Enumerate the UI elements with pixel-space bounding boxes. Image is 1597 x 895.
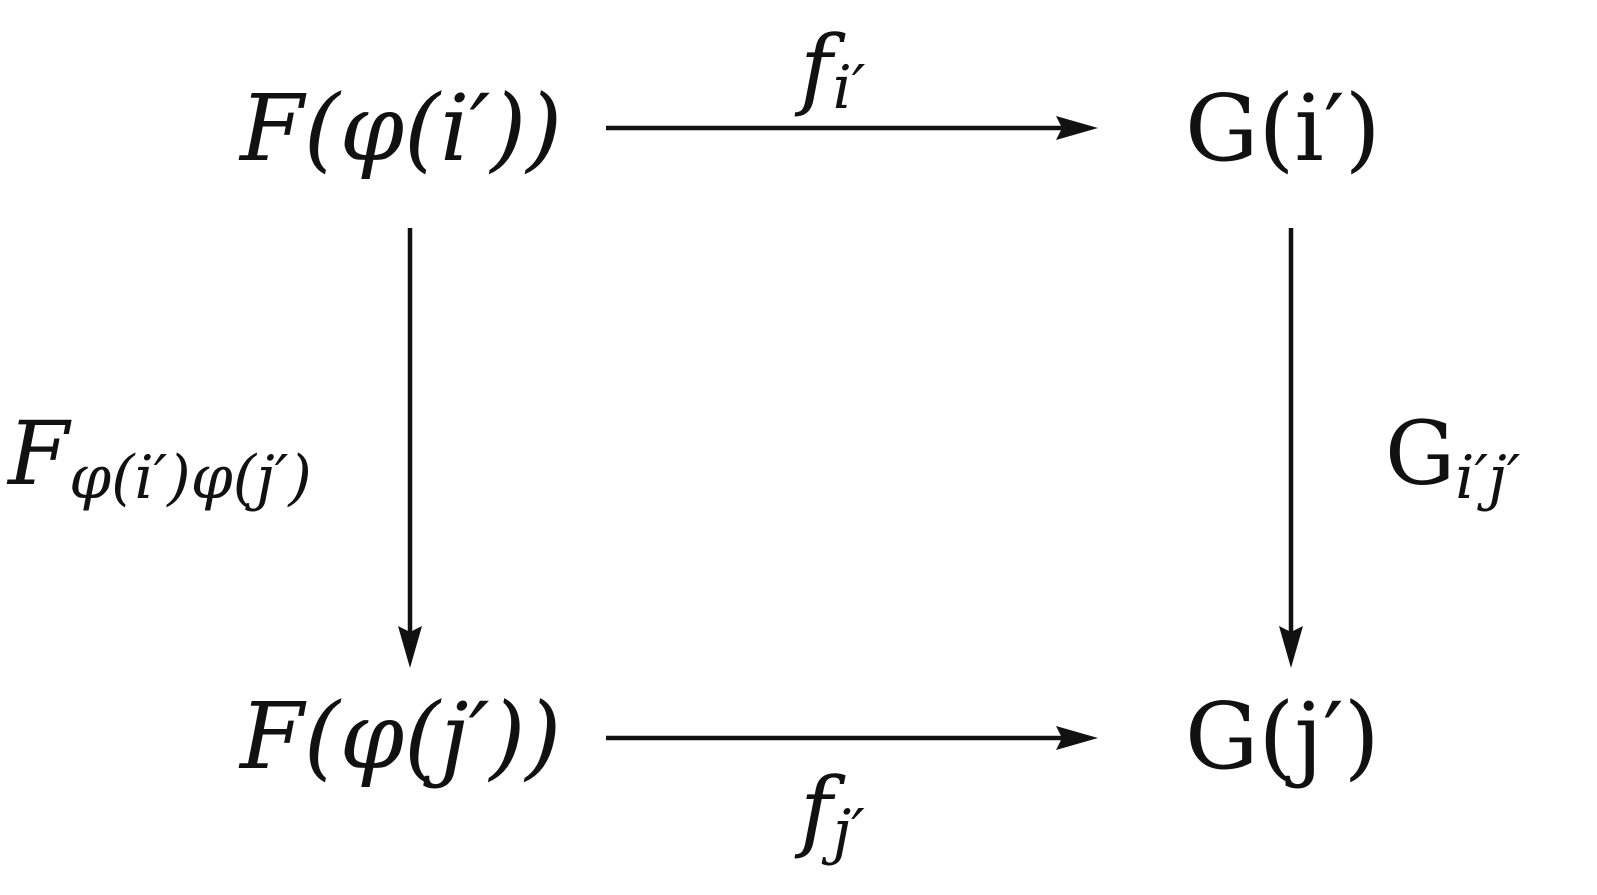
node-top-left: F(φ(i′)) xyxy=(238,75,562,182)
arrow-left-label-sub: φ(i′)φ(j′) xyxy=(69,443,312,513)
node-bottom-right-text: G(j′) xyxy=(1185,683,1380,790)
arrow-bottom-label: fj′ xyxy=(794,758,865,867)
arrow-right-label: Gi′j′ xyxy=(1385,402,1521,513)
arrow-top-label-sub: i′ xyxy=(833,53,866,123)
arrow-bottom xyxy=(606,726,1098,750)
arrow-right-label-main: G xyxy=(1385,402,1455,505)
arrow-right xyxy=(1279,228,1303,668)
arrow-top-head xyxy=(1056,116,1098,140)
node-top-left-text: F(φ(i′)) xyxy=(238,75,562,182)
arrow-left-label: Fφ(i′)φ(j′) xyxy=(6,402,312,513)
arrow-top-label: fi′ xyxy=(794,16,866,123)
arrow-left-label-main: F xyxy=(6,402,72,505)
arrow-right-label-sub: i′j′ xyxy=(1455,443,1520,513)
arrow-bottom-head xyxy=(1056,726,1098,750)
arrow-left xyxy=(398,228,422,668)
node-top-right-text: G(i′) xyxy=(1185,75,1381,182)
node-bottom-left-text: F(φ(j′)) xyxy=(238,683,561,790)
arrow-left-head xyxy=(398,626,422,668)
node-bottom-right: G(j′) xyxy=(1185,683,1380,790)
arrow-right-head xyxy=(1279,626,1303,668)
node-top-right: G(i′) xyxy=(1185,75,1381,182)
arrow-top xyxy=(606,116,1098,140)
node-bottom-left: F(φ(j′)) xyxy=(238,683,561,790)
